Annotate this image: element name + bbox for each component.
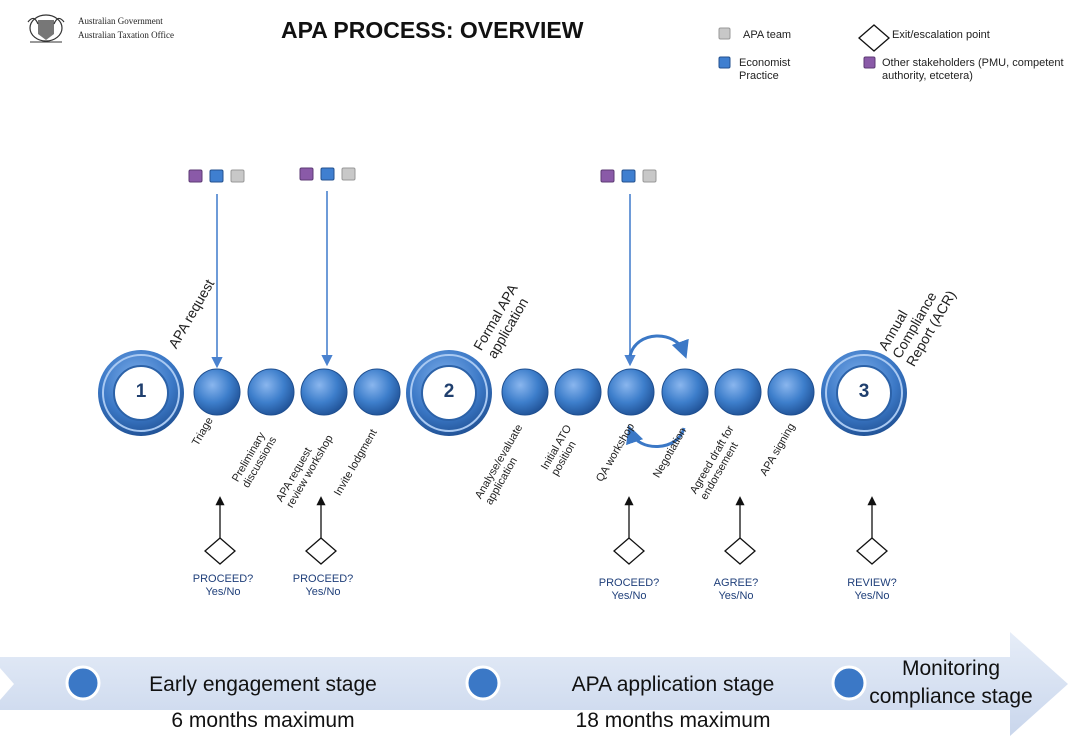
- legend-exit-label: Exit/escalation point: [892, 29, 990, 41]
- legend-economist-label: Economist Practice: [739, 57, 791, 82]
- step-node-analyse-evaluate: [501, 368, 549, 416]
- milestone-number-2: 2: [443, 381, 455, 402]
- decision-label-3: PROCEED? Yes/No: [598, 577, 660, 602]
- exit-point-3: [613, 496, 645, 565]
- step-node-preliminary-discussions: [247, 368, 295, 416]
- legend-exit-diamond-icon: [858, 24, 890, 52]
- milestone-number-1: 1: [135, 381, 147, 402]
- step-node-qa-workshop: [607, 368, 655, 416]
- stage-marker-application: [465, 665, 501, 701]
- legend-stakeholders-label: Other stakeholders (PMU, competent autho…: [882, 57, 1064, 82]
- decision-label-2: PROCEED? Yes/No: [292, 573, 354, 598]
- milestone-number-3: 3: [858, 381, 870, 402]
- page-title: APA PROCESS: OVERVIEW: [281, 17, 584, 43]
- stage-marker-monitoring: [831, 665, 867, 701]
- step-node-apa-signing: [767, 368, 815, 416]
- step-node-negotiation: [661, 368, 709, 416]
- stage-label-apa-application: APA application stage: [571, 673, 775, 696]
- coat-of-arms-logo: [27, 14, 65, 43]
- stakeholder-icons-triage: [188, 169, 245, 183]
- decision-label-5: REVIEW? Yes/No: [847, 577, 897, 602]
- exit-point-1: [204, 496, 236, 565]
- legend-apa-team-icon: [718, 27, 731, 40]
- decision-label-4: AGREE? Yes/No: [713, 577, 759, 602]
- exit-point-5: [856, 496, 888, 565]
- milestone-ring-1: [98, 350, 184, 436]
- stage-marker-early: [65, 665, 101, 701]
- stakeholder-icons-qa-workshop: [600, 169, 657, 183]
- stage-label-early-engagement: Early engagement stage: [149, 673, 377, 696]
- legend-economist-icon: [718, 56, 731, 69]
- exit-point-4: [724, 496, 756, 565]
- band-left-notch: [0, 668, 14, 700]
- exit-point-2: [305, 496, 337, 565]
- cycle-arrow-bottom: [626, 425, 686, 448]
- stakeholder-icons-review-workshop: [299, 167, 356, 181]
- stage-band-arrow: [0, 632, 1068, 736]
- logo-line-1: Australian Government: [78, 16, 163, 26]
- step-node-invite-lodgment: [353, 368, 401, 416]
- stage-duration-apa-application: 18 months maximum: [575, 709, 771, 732]
- decision-label-1: PROCEED? Yes/No: [192, 573, 254, 598]
- milestone-ring-2: [406, 350, 492, 436]
- step-node-initial-ato-position: [554, 368, 602, 416]
- step-node-agreed-draft: [714, 368, 762, 416]
- legend-stakeholders-icon: [863, 56, 876, 69]
- stage-duration-early-engagement: 6 months maximum: [171, 709, 355, 732]
- stage-label-monitoring-compliance: Monitoring compliance stage: [869, 657, 1033, 708]
- step-node-review-workshop: [300, 368, 348, 416]
- legend-apa-team-label: APA team: [743, 29, 792, 41]
- logo-line-2: Australian Taxation Office: [78, 30, 175, 40]
- step-node-triage: [193, 368, 241, 416]
- milestone-ring-3: [821, 350, 907, 436]
- cycle-arrow-top: [628, 334, 689, 359]
